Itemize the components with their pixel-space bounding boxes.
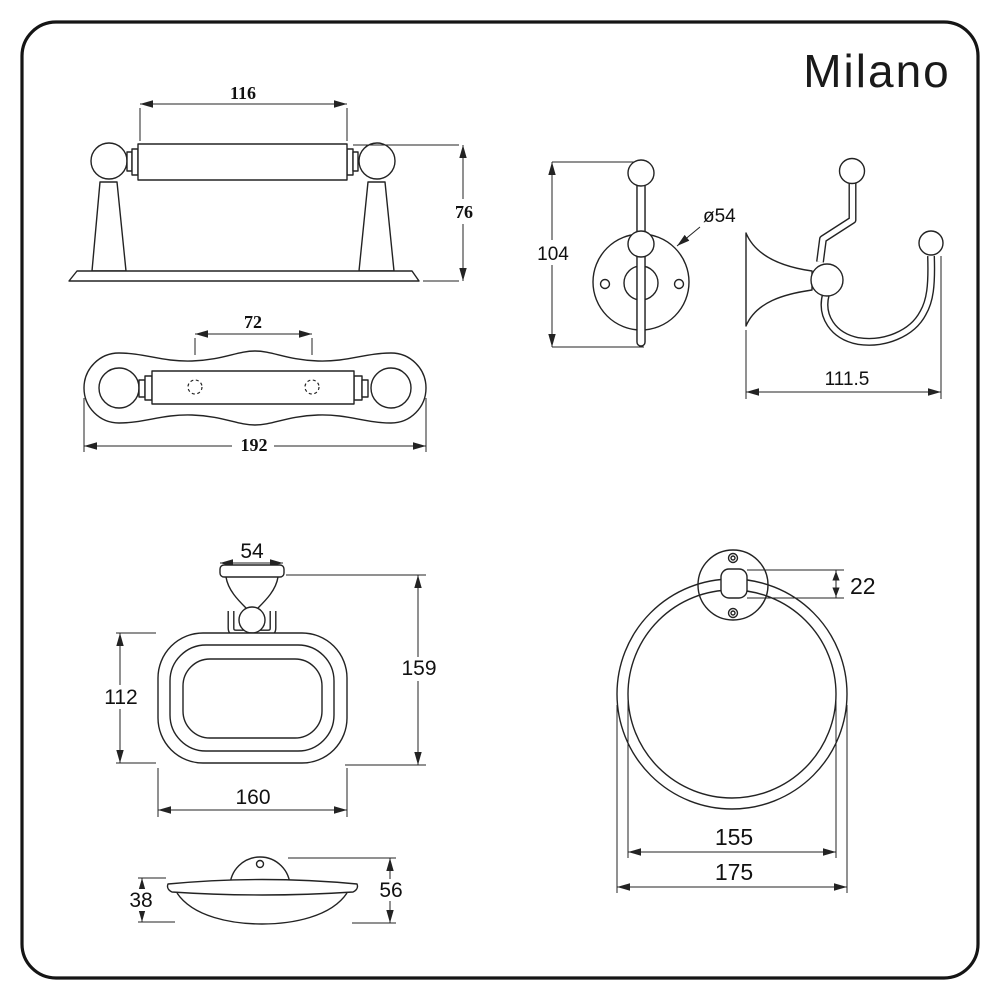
wall-bracket-plate: [219, 564, 285, 578]
dim-label-overall-depth: 56: [379, 879, 402, 902]
dim-label-roller-width: 116: [230, 83, 256, 103]
dim-label-outer-diameter: 175: [715, 859, 753, 885]
dimension-height: 76: [353, 144, 479, 282]
dimension-dish-width: 160: [157, 768, 348, 817]
sheet-border: [20, 20, 980, 980]
screw-hole-right: [673, 278, 685, 290]
right-finial-ball-top: [370, 367, 412, 409]
dim-label-dish-height: 112: [104, 686, 137, 709]
dimension-hole-spacing: 72: [194, 312, 313, 355]
figure-soap-dish-front: 54 112 159: [103, 540, 439, 817]
left-finial-ball-top: [98, 367, 140, 409]
dish-rim-profile: [166, 878, 359, 896]
hook-tip-ball: [918, 230, 944, 256]
screw-hole-left: [599, 278, 611, 290]
dim-label-hook-height: 104: [537, 244, 569, 265]
dish-inner-well: [182, 658, 323, 739]
left-finial-ball: [90, 142, 128, 180]
dimension-overall-width: 192: [83, 398, 427, 455]
dim-label-dish-depth: 38: [129, 889, 152, 912]
dimension-outer-diameter: 175: [616, 705, 848, 893]
side-plate-screw-hole: [255, 859, 265, 869]
ring-screw-hole-bottom: [727, 607, 739, 619]
leader-line: [676, 226, 701, 247]
figure-towel-ring: 22 155 175: [616, 549, 876, 893]
right-finial-ball: [358, 142, 396, 180]
dimension-overall-depth: 56: [288, 857, 406, 924]
figure-toilet-roll-holder-front: 116 76: [68, 83, 479, 282]
dimension-hook-height: 104: [534, 161, 644, 348]
screw-hole-hidden-left: [187, 379, 203, 395]
dimension-bracket-width: 54: [220, 540, 283, 567]
dim-label-dish-width: 160: [235, 786, 270, 809]
dish-bowl-profile: [176, 892, 348, 925]
figure-robe-hook-front: 104 ø54: [534, 159, 736, 348]
dimension-roller-width: 116: [139, 83, 348, 141]
upper-arm-ball: [838, 157, 866, 185]
right-post: [358, 181, 395, 272]
bracket-trumpet-left: [225, 576, 247, 609]
dim-label-hole-spacing: 72: [244, 312, 262, 332]
screw-hole-hidden-right: [304, 379, 320, 395]
left-post: [91, 181, 127, 272]
bracket-trumpet-right: [257, 576, 279, 609]
brand-logo: Milano: [803, 45, 951, 97]
figure-robe-hook-side: 111.5: [745, 157, 944, 399]
towel-ring-band: [616, 578, 848, 810]
stem-top-ball: [627, 159, 655, 187]
dimension-dish-depth: 38: [127, 877, 175, 923]
figure-toilet-roll-holder-top: 72 192: [83, 312, 427, 455]
dim-label-height: 76: [455, 202, 473, 222]
dim-label-overall-height: 159: [401, 657, 436, 680]
dimension-overall-height: 159: [286, 574, 439, 766]
roller-bar: [137, 143, 348, 181]
dim-label-connector-height: 22: [850, 573, 876, 599]
dimension-inner-diameter: 155: [627, 700, 837, 858]
wall-mount-trumpet: [745, 232, 813, 327]
dimension-plate-diameter: ø54: [676, 206, 736, 247]
stem-mid-ball: [627, 230, 655, 258]
roller-bar-top: [151, 370, 355, 405]
dimension-hook-depth: 111.5: [745, 256, 942, 399]
ring-screw-hole-top: [727, 552, 739, 564]
dim-label-hook-depth: 111.5: [825, 369, 870, 390]
pivot-ball: [810, 263, 844, 297]
dim-label-plate-diameter: ø54: [703, 206, 736, 227]
figure-soap-dish-side: 38 56: [127, 856, 406, 925]
ring-connector-block: [720, 568, 748, 599]
dim-label-overall-width: 192: [241, 435, 268, 455]
bracket-ball: [238, 606, 266, 634]
dimension-dish-height: 112: [103, 632, 156, 764]
dimension-connector-height: 22: [747, 569, 876, 599]
base-plate: [68, 270, 420, 282]
lower-hook-curve: [820, 255, 936, 346]
dim-label-inner-diameter: 155: [715, 824, 753, 850]
dim-label-bracket-width: 54: [240, 540, 264, 563]
